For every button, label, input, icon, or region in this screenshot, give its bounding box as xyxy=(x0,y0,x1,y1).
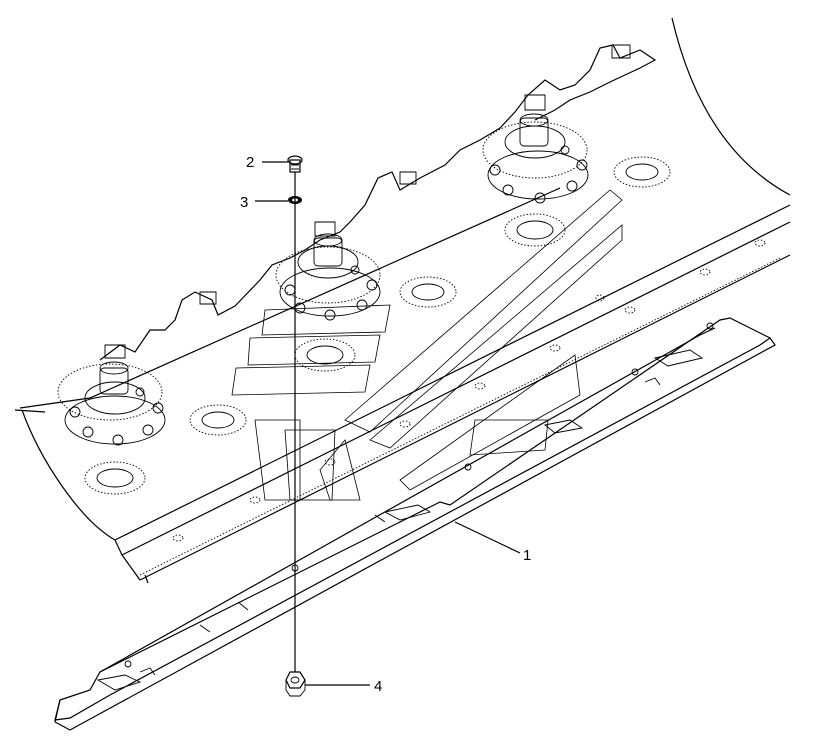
callout-3: 3 xyxy=(240,194,248,211)
part-2-bolt xyxy=(287,155,303,173)
leader-lines xyxy=(255,161,521,686)
disc-hub-left xyxy=(57,361,166,495)
callout-1: 1 xyxy=(523,547,531,564)
cutter-bar-frame xyxy=(14,17,791,584)
callout-2: 2 xyxy=(246,154,254,171)
disc-hub-right xyxy=(482,113,589,247)
bearing-discs xyxy=(189,156,671,436)
watermark-logo xyxy=(231,189,623,501)
knife-teeth-row xyxy=(99,44,657,361)
callout-4: 4 xyxy=(374,678,382,695)
part-4-nut xyxy=(285,671,306,697)
part-1-guard-strip xyxy=(54,317,776,731)
disc-hub-center xyxy=(275,233,381,372)
